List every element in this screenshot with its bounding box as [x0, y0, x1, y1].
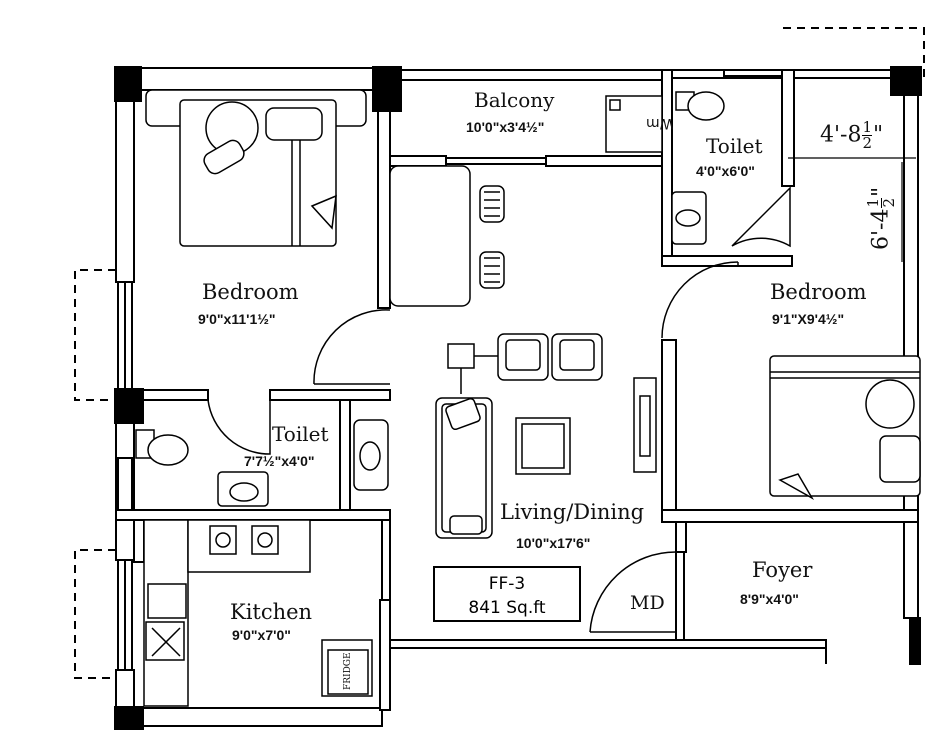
wall-kitchen-top [115, 509, 391, 521]
toilet-top-wc [687, 91, 725, 121]
label-balcony: Balcony [474, 88, 555, 112]
size-living-dining: 10'0"x17'6" [516, 535, 591, 551]
window-toilet-top [723, 69, 787, 77]
door-bedroom-left [313, 309, 391, 385]
pillow-left [265, 107, 323, 141]
column-bottom-left [114, 706, 144, 730]
label-toilet-left: Toilet [272, 422, 329, 446]
label-main-door: MD [630, 592, 665, 614]
wall-bottom-kitchen [125, 707, 383, 727]
label-kitchen: Kitchen [230, 600, 313, 624]
wall-toilet-top-left [661, 69, 673, 267]
balcony-sliding-door [445, 157, 547, 165]
dining-table [389, 165, 471, 307]
door-toilet-top [731, 186, 791, 248]
door-bedroom-right [661, 261, 739, 339]
door-toilet-left [207, 399, 271, 455]
label-living-dining: Living/Dining [500, 500, 645, 524]
kitchen-counter-top [187, 519, 311, 573]
fridge-label: FRIDGE [343, 652, 353, 690]
wall-kitchen-right [379, 599, 391, 711]
size-toilet-left: 7'7½"x4'0" [244, 453, 315, 469]
column-top-right [890, 66, 922, 96]
wall-bedroom-living [377, 79, 391, 309]
size-kitchen: 9'0"x7'0" [232, 627, 291, 643]
size-bedroom-right: 9'1"X9'4½" [772, 311, 845, 327]
size-balcony: 10'0"x3'4½" [466, 119, 545, 135]
wall-balcony-top [391, 69, 665, 81]
label-toilet-top: Toilet [706, 134, 763, 158]
label-bedroom-left: Bedroom [202, 280, 299, 304]
pillow-round-right [865, 379, 915, 429]
column-mid-left [114, 388, 144, 424]
unit-area: 841 Sq.ft [468, 598, 546, 618]
door-main [589, 551, 677, 633]
bay-outline-kitchen [74, 549, 116, 679]
wall-top-left [125, 67, 393, 91]
unit-info-box: FF-3 841 Sq.ft [433, 566, 581, 622]
unit-code: FF-3 [488, 574, 526, 594]
size-bedroom-left: 9'0"x11'1½" [198, 311, 276, 327]
side-table [447, 343, 475, 369]
wall-bedroom-right-left [661, 339, 677, 523]
size-foyer: 8'9"x4'0" [740, 591, 799, 607]
label-bedroom-right: Bedroom [770, 280, 867, 304]
washing-machine-label: Wm [646, 115, 674, 131]
column-top-left [114, 66, 142, 102]
toilet-left-wc [147, 434, 189, 466]
chair-2 [479, 251, 505, 289]
size-toilet-top: 4'0"x6'0" [696, 163, 755, 179]
bay-outline-left [74, 269, 116, 401]
label-foyer: Foyer [752, 558, 813, 582]
sink-drainboard [147, 583, 187, 619]
wall-toilet-top-right [781, 69, 795, 187]
bay-outline-right [783, 27, 925, 80]
chair-1 [479, 185, 505, 223]
column-top-mid [372, 66, 402, 112]
